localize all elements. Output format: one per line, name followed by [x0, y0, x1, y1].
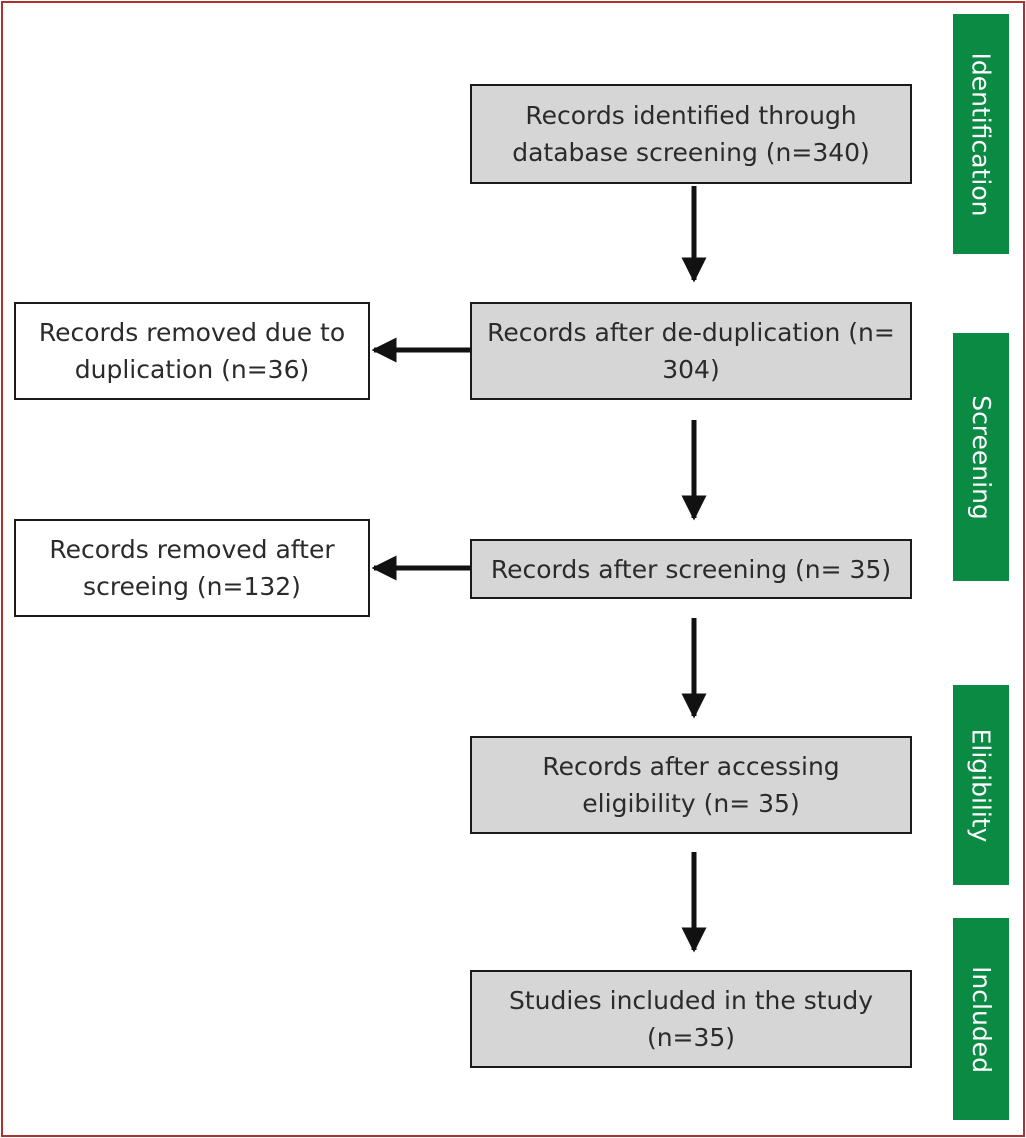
- records-eligibility-box: Records after accessing eligibility (n= …: [470, 736, 912, 834]
- records-deduplicated-text: Records after de-duplication (n= 304): [487, 318, 895, 384]
- removed-screening-text: Records removed after screeing (n=132): [49, 535, 335, 601]
- stage-identification: Identification: [953, 14, 1009, 254]
- records-deduplicated-box: Records after de-duplication (n= 304): [470, 302, 912, 400]
- records-after-screening-box: Records after screening (n= 35): [470, 539, 912, 599]
- removed-duplication-text: Records removed due to duplication (n=36…: [38, 318, 346, 384]
- stage-eligibility: Eligibility: [953, 685, 1009, 885]
- removed-duplication-box: Records removed due to duplication (n=36…: [14, 302, 370, 400]
- records-identified-text: Records identified through database scre…: [512, 101, 870, 167]
- stage-identification-label: Identification: [966, 52, 996, 216]
- stage-screening-label: Screening: [966, 394, 996, 520]
- stage-eligibility-label: Eligibility: [966, 728, 996, 842]
- records-after-screening-text: Records after screening (n= 35): [490, 554, 892, 584]
- records-eligibility-text: Records after accessing eligibility (n= …: [542, 752, 840, 818]
- stage-included: Included: [953, 918, 1009, 1120]
- stage-screening: Screening: [953, 333, 1009, 581]
- stage-included-label: Included: [966, 965, 996, 1073]
- studies-included-box: Studies included in the study (n=35): [470, 970, 912, 1068]
- records-identified-box: Records identified through database scre…: [470, 84, 912, 184]
- studies-included-text: Studies included in the study (n=35): [508, 986, 874, 1052]
- removed-screening-box: Records removed after screeing (n=132): [14, 519, 370, 617]
